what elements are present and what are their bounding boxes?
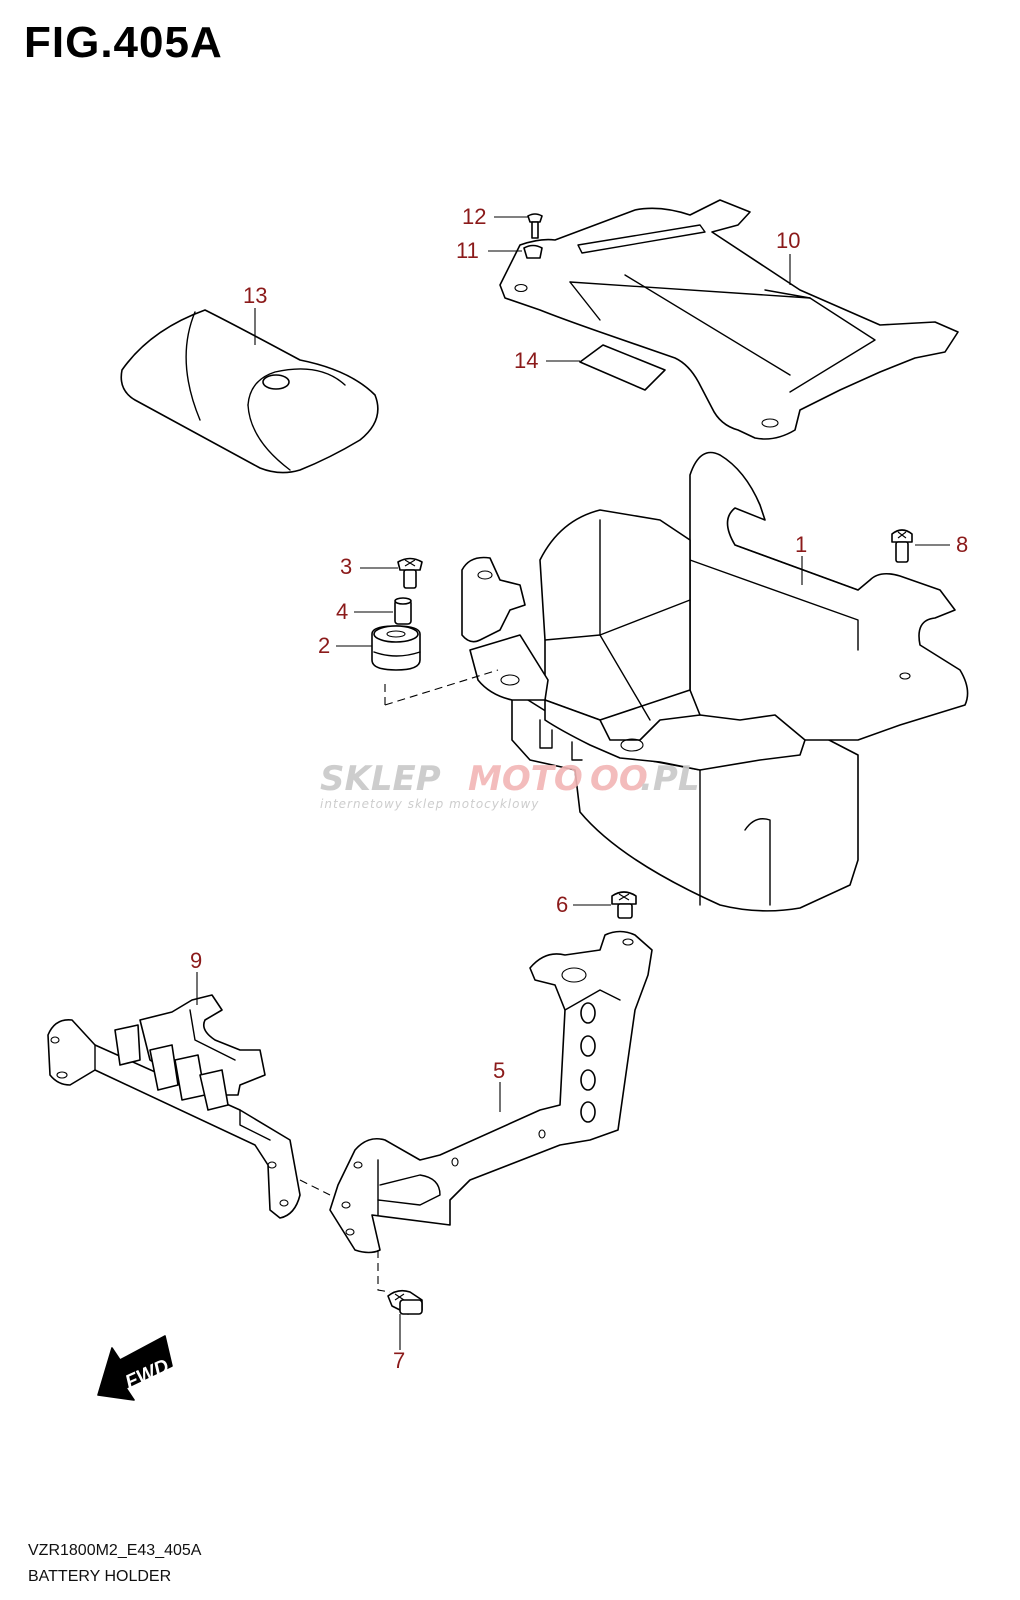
part-9-clip-bracket: [47, 994, 301, 1219]
part-3-screw: [397, 557, 423, 589]
mount-line-9: [299, 1179, 331, 1196]
part-10-upper-plate: [499, 199, 959, 440]
watermark-brand-1: SKLEP: [320, 759, 441, 799]
callout-4: 4: [336, 599, 348, 624]
part-7-bolt: [387, 1289, 423, 1315]
callout-14: 14: [514, 348, 538, 373]
callout-1: 1: [795, 532, 807, 557]
figure-title: FIG.405A: [24, 18, 223, 67]
callout-6: 6: [556, 892, 568, 917]
leader-lines: [196, 216, 950, 1350]
part-4-collar: [394, 597, 412, 625]
part-6-bolt: [611, 891, 637, 919]
part-2-cushion: [371, 625, 421, 671]
figure-name: BATTERY HOLDER: [28, 1568, 172, 1585]
part-11-nut: [523, 244, 543, 259]
fwd-arrow: FWD: [97, 1335, 173, 1401]
part-1-battery-box: [461, 451, 969, 912]
callout-8: 8: [956, 532, 968, 557]
watermark-tagline: internetowy sklep motocyklowy: [320, 797, 539, 811]
watermark: SKLEP MOTO OO .PL internetowy sklep moto…: [320, 759, 700, 811]
watermark-brand-4: .PL: [640, 759, 700, 799]
part-8-screw: [891, 529, 913, 563]
callout-13: 13: [243, 283, 267, 308]
callout-7: 7: [393, 1348, 405, 1373]
callouts: 13 12 11 10 14 1 8 3 4 2 6 5 9 7: [190, 204, 968, 1373]
mount-line-7: [377, 1250, 391, 1293]
callout-11: 11: [456, 238, 479, 263]
part-14-pad: [579, 344, 666, 391]
callout-9: 9: [190, 948, 202, 973]
callout-10: 10: [776, 228, 800, 253]
mount-line-2b: [384, 669, 499, 706]
callout-2: 2: [318, 633, 330, 658]
figure-code: VZR1800M2_E43_405A: [28, 1542, 202, 1559]
callout-5: 5: [493, 1058, 505, 1083]
part-12-screw: [527, 213, 543, 239]
watermark-brand-3: OO: [590, 759, 648, 799]
watermark-brand-2: MOTO: [468, 759, 583, 799]
part-5-lower-bracket: [329, 930, 653, 1254]
part-13-battery-cover: [120, 309, 379, 474]
callout-12: 12: [462, 204, 486, 229]
callout-3: 3: [340, 554, 352, 579]
